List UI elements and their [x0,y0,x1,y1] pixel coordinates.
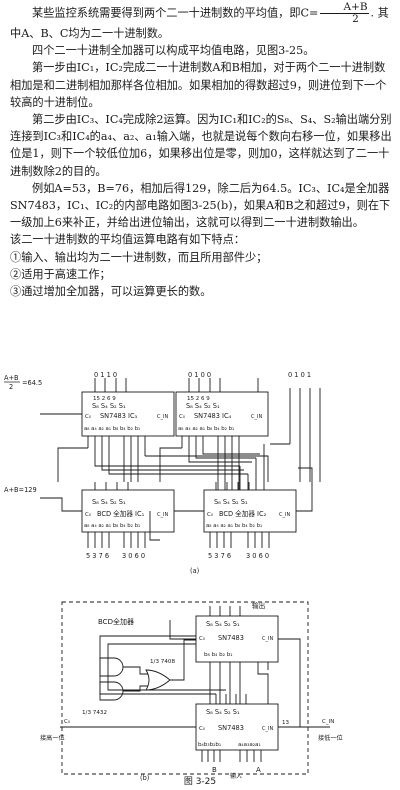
lower-name: SN7483 [218,724,244,732]
ic3-co: C₀ [85,414,92,420]
ic3-ab: a₈ a₄ a₂ a₁ b₈ b₄ b₂ b₁ [84,426,140,432]
lower-s-labels: S₈ S₄ S₂ S₁ [206,708,240,716]
output-label: 输出 [252,601,265,610]
figure-b-label: (b) [140,774,149,782]
figure-3-25: A+B 2 =64.5 A+B=129 0 1 1 0 0 1 0 0 0 1 … [0,370,400,786]
digits-ic4: 0 1 0 0 [188,371,211,379]
ic4-pin-numbers: 15 2 6 9 [187,396,210,402]
paragraph-5: 例如A=53，B=76，相加后得129，除二后为64.5。IC₃、IC₄是全加器… [10,181,391,230]
ic3-cin: C_IN [157,414,168,420]
ic2-cin: C_IN [279,512,290,518]
ic4-ab: a₈ a₄ a₂ a₁ b₈ b₄ b₂ b₁ [178,426,234,432]
figure-caption: 图 3-25 [183,777,217,787]
input-digits-right: 5 3 7 6 [208,552,231,560]
ic1-co: C₀ [85,512,92,518]
paragraph-intro-text: 某些监控系统需要得到两个二一十进制数的平均值，即C= [32,6,319,20]
upper-b-labels: b₈ b₄ b₂ b₁ [204,652,233,658]
ic1-name: BCD 全加器 IC₁ [97,509,145,518]
lower-a-labels: a₄a₃a₂a₁ [238,742,261,748]
ic4-name: SN7483 IC₄ [194,412,232,420]
input-digits-left-2: 3 0 6 0 [122,552,145,560]
feature-3: ③通过增加全加器，可以运算更长的数。 [10,285,212,299]
carry-out-label: 接高一位 [40,734,65,742]
ic2-s-labels: S₈ S₄ S₂ S₁ [214,498,248,506]
digits-ic3: 0 1 1 0 [94,371,117,379]
upper-co: C₀ [199,636,206,642]
gate-7408-label: 1/3 7408 [150,659,175,665]
avg-numerator: A+B [4,374,19,382]
upper-name: SN7483 [218,634,244,642]
ic3-s-labels: S₈ S₄ S₂ S₁ [92,402,126,410]
avg-denominator: 2 [9,383,13,391]
sum-label: A+B=129 [4,486,37,494]
upper-cin: C_IN [262,636,273,642]
lower-pin-13: 13 [282,720,289,726]
figure-a-label: (a) [190,567,199,575]
formula-numerator: A+B [320,2,369,14]
ic2-co: C₀ [207,512,214,518]
input-a-letter: A [256,766,261,774]
paragraph-4: 第二步由IC₃、IC₄完成除2运算。因为IC₁和IC₂的S₈、S₄、S₂输出端分… [10,113,392,178]
paragraph-2: 四个二一十进制全加器可以构成平均值电路，见图3-25。 [32,44,315,58]
ic1-cin: C_IN [157,512,168,518]
input-label: 输入 [230,772,242,780]
feature-1: ①输入、输出均为二一十进制数，而且所用部件少； [10,250,268,264]
input-digits-left: 5 3 7 6 [86,552,109,560]
gate-7432-label: 1/3 7432 [82,710,107,716]
bcd-adder-outline [61,601,309,775]
ic3-name: SN7483 IC₃ [100,412,138,420]
lower-cin: C_IN [262,726,273,732]
input-digits-right-2: 3 0 6 0 [246,552,269,560]
ic1-ab: a₈ a₄ a₂ a₁ b₈ b₄ b₂ b₁ [84,523,140,529]
lower-b-labels: b₄b₃b₂b₁ [198,742,221,748]
input-b-letter: B [212,766,217,774]
feature-2: ②适用于高速工作； [10,267,111,281]
paragraph-3: 第一步由IC₁，IC₂完成二一十进制数A和B相加，对于两个二一十进制数相加是和二… [10,61,387,109]
lower-co: C₀ [199,726,206,732]
carry-in-cin: C_IN [322,719,334,725]
digits-right: 0 1 0 1 [288,371,311,379]
ic2-name: BCD 全加器 IC₂ [219,509,267,518]
formula-denominator: 2 [352,13,359,25]
ic4-s-labels: S₈ S₄ S₂ S₁ [186,402,220,410]
paragraph-intro-tail: . 其中A、B、C均为二一十进制数。 [10,6,389,41]
ic1-s-labels: S₈ S₄ S₂ S₁ [92,498,126,506]
bcd-outline-label: BCD全加器 [98,617,134,626]
ic4-co: C₀ [179,414,186,420]
ic3-pin-numbers: 15 2 6 9 [93,396,116,402]
ic4-chip [175,391,269,437]
ic4-cin: C_IN [251,414,262,420]
avg-value: =64.5 [22,379,42,387]
carry-out-co: C₀ [64,719,71,725]
paragraph-6: 该二一十进制数的平均值运算电路有如下特点： [10,233,245,247]
circuit-diagram: A+B 2 =64.5 A+B=129 0 1 1 0 0 1 0 0 0 1 … [4,371,343,782]
ic2-ab: a₈ a₄ a₂ a₁ b₈ b₄ b₂ b₁ [206,523,262,529]
upper-s-labels: S₈ S₄ S₂ S₁ [206,620,240,628]
carry-in-label: 接低一位 [318,734,343,742]
